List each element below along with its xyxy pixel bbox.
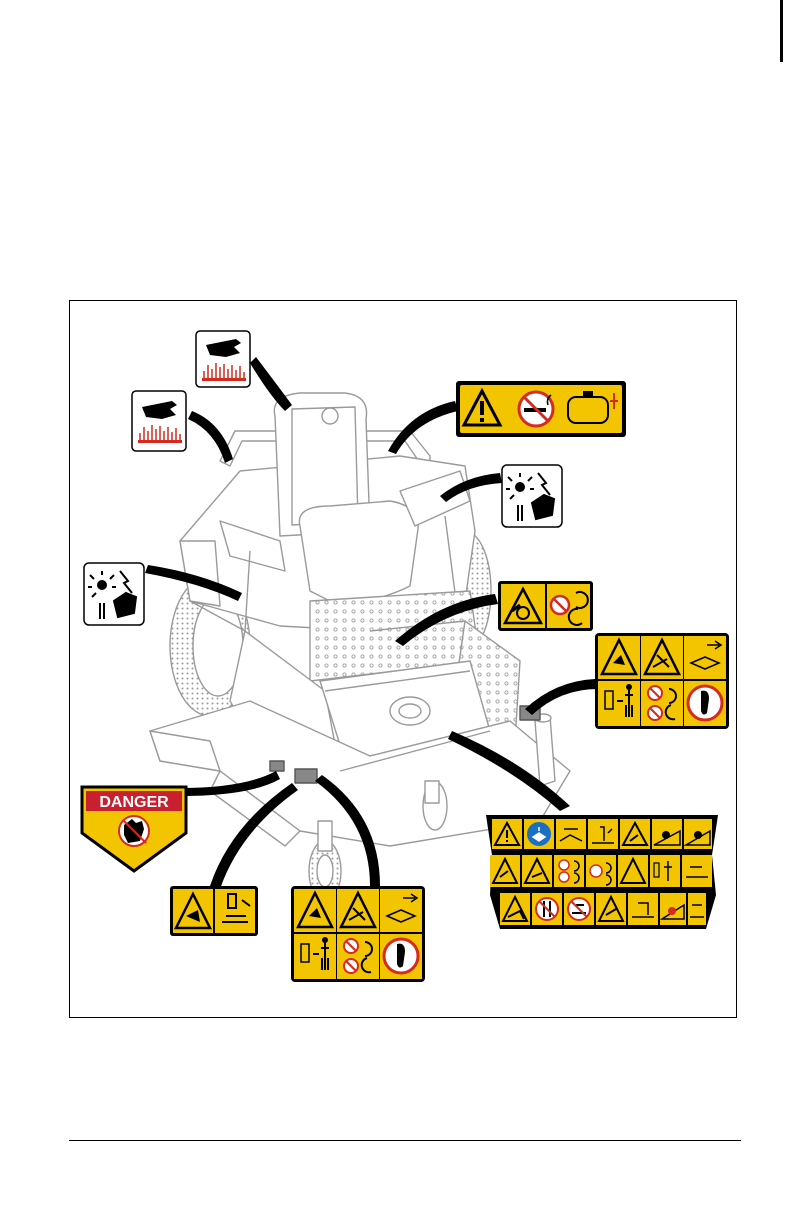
danger-label: DANGER [99, 794, 169, 811]
no-smoking-icon [519, 392, 553, 426]
deck-warning-decal-right [595, 633, 729, 729]
belt-warning-decal [498, 581, 593, 631]
cut-hand-decal-rops-left [132, 391, 186, 451]
decal-location-figure: DANGER [69, 300, 737, 1018]
fan-hand-decal-left [84, 563, 144, 625]
footer-rule [69, 1140, 741, 1141]
fuel-warning-decal [456, 381, 626, 437]
danger-hand-decal: DANGER [82, 787, 186, 871]
foot-warning-decal [170, 886, 258, 936]
page-edge-rule [780, 0, 783, 62]
operation-safety-decal [486, 815, 718, 929]
fan-hand-decal-right [502, 465, 562, 527]
stop-icon [384, 939, 418, 973]
cut-hand-decal-seat-left [196, 331, 250, 387]
stop-icon [688, 686, 722, 720]
mower-illustration: DANGER [70, 301, 737, 1018]
hand-cut-icon [119, 816, 149, 846]
deck-warning-decal-left [291, 886, 425, 982]
